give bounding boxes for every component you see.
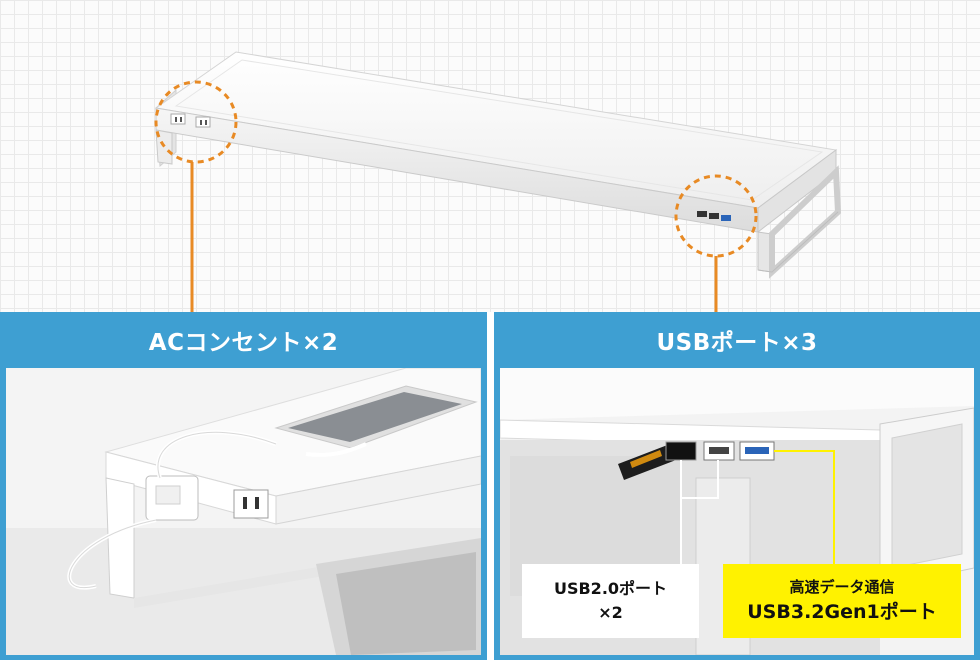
ac-outlet-icon bbox=[233, 489, 269, 519]
usb-port-icon bbox=[665, 441, 775, 461]
usb-port-photo: USB2.0ポート ×2 高速データ通信 USB3.2Gen1ポート bbox=[500, 368, 974, 655]
usb2-callout: USB2.0ポート ×2 bbox=[522, 564, 699, 638]
ac-outlet-photo bbox=[6, 368, 481, 655]
ac-outlet-icon bbox=[170, 113, 211, 128]
ac-highlight-circle bbox=[154, 80, 238, 164]
monitor-stand-illustration bbox=[154, 51, 842, 312]
keyboard-image bbox=[316, 538, 481, 655]
charger-plug-image bbox=[145, 475, 199, 521]
usb-flash-drive-image bbox=[618, 444, 676, 480]
panel-title-ac: ACコンセント×2 bbox=[148, 330, 339, 356]
usb3-connector-line bbox=[774, 450, 835, 564]
smartphone-image bbox=[274, 385, 478, 449]
usb3-callout: 高速データ通信 USB3.2Gen1ポート bbox=[723, 564, 961, 638]
usb-port-icon bbox=[697, 211, 731, 221]
usb2-callout-line1: USB2.0ポート bbox=[553, 579, 668, 598]
usb3-callout-line2: USB3.2Gen1ポート bbox=[747, 601, 937, 623]
usb-highlight-circle bbox=[674, 174, 758, 258]
usb3-callout-line1: 高速データ通信 bbox=[789, 578, 895, 596]
ac-outlet-panel: ACコンセント×2 bbox=[0, 312, 487, 660]
usb2-connector-line bbox=[680, 460, 719, 499]
panel-title-usb: USBポート×3 bbox=[656, 330, 818, 356]
usb2-callout-line2: ×2 bbox=[598, 603, 623, 622]
usb-port-panel: USBポート×3 bbox=[494, 312, 980, 660]
